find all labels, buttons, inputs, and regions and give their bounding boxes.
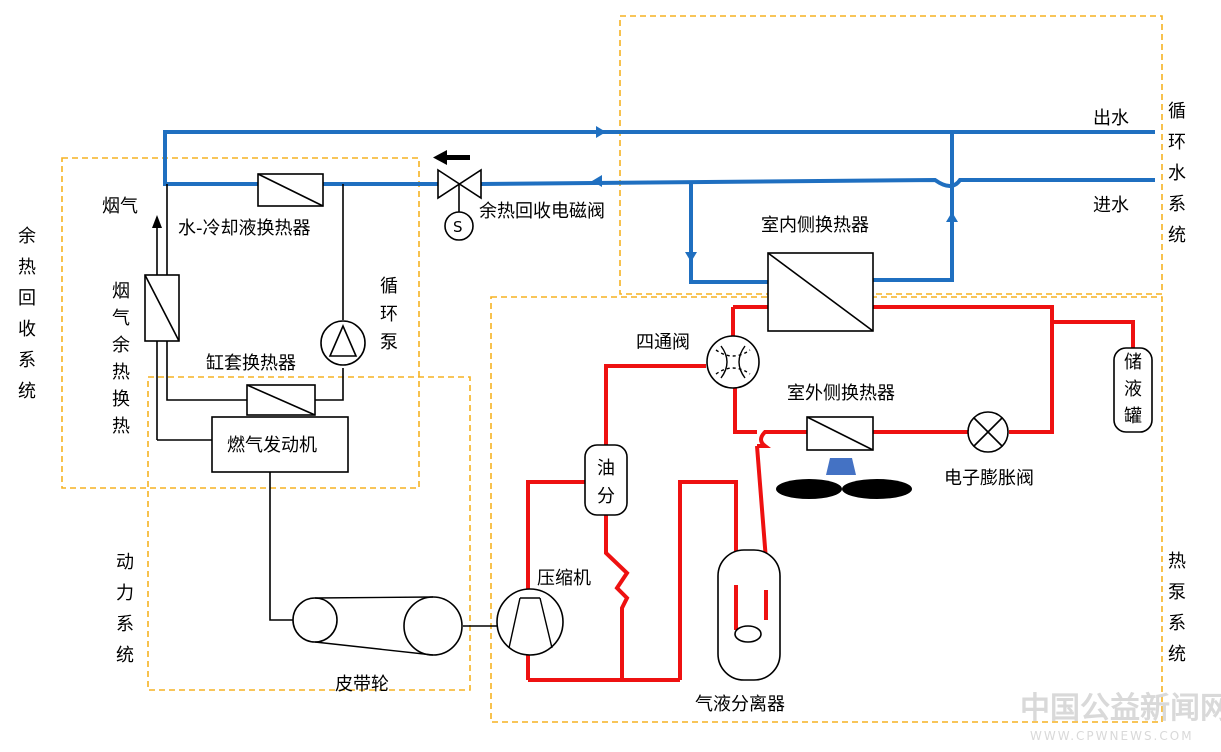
svg-text:统: 统: [1168, 644, 1186, 665]
svg-text:系: 系: [1168, 613, 1186, 634]
oil-separator-label: 油 分: [597, 458, 615, 507]
svg-text:动: 动: [116, 552, 134, 573]
svg-text:气: 气: [112, 308, 130, 329]
waste-heat-system-label: 余 热 回 收 系 统: [18, 226, 36, 402]
svg-text:统: 统: [18, 381, 36, 402]
svg-text:换: 换: [112, 389, 130, 410]
compressor: [496, 588, 564, 656]
waste-heat-boundary: [61, 157, 420, 489]
power-system-boundary: [147, 376, 471, 691]
watermark-url: WWW.CPWNEWS.COM: [1030, 729, 1194, 743]
svg-text:热: 热: [112, 416, 130, 437]
svg-text:系: 系: [116, 614, 134, 635]
svg-text:液: 液: [1124, 379, 1142, 400]
svg-text:泵: 泵: [1168, 582, 1186, 603]
svg-text:环: 环: [380, 304, 398, 325]
svg-text:环: 环: [1168, 132, 1186, 153]
power-system-label: 动 力 系 统: [116, 552, 134, 666]
gas-liquid-separator: [717, 549, 781, 681]
solenoid-valve-label: 余热回收电磁阀: [479, 201, 605, 222]
svg-text:循: 循: [380, 276, 398, 297]
svg-text:力: 力: [116, 583, 134, 604]
circ-pump-label: 循 环 泵: [380, 276, 398, 353]
outdoor-hx: [806, 416, 874, 451]
outlet-water-label: 出水: [1093, 108, 1129, 129]
circ-water-system-label: 循 环 水 系 统: [1168, 101, 1186, 246]
belt-pulley-label: 皮带轮: [335, 674, 389, 695]
receiver-tank: [1113, 347, 1153, 433]
oil-separator: [584, 444, 628, 516]
outdoor-fan: [776, 458, 912, 499]
svg-text:余: 余: [112, 335, 130, 356]
gas-engine-label: 燃气发动机: [227, 435, 317, 456]
compressor-label: 压缩机: [537, 568, 591, 589]
water-coolant-hx: [257, 173, 324, 207]
flue-gas-hx-label: 烟 气 余 热 换 热: [112, 281, 130, 437]
svg-text:热: 热: [18, 257, 36, 278]
svg-text:热: 热: [112, 362, 130, 383]
heat-pump-system-label: 热 泵 系 统: [1168, 551, 1186, 665]
svg-text:统: 统: [1168, 225, 1186, 246]
inlet-water-label: 进水: [1093, 195, 1129, 216]
svg-text:回: 回: [18, 288, 36, 309]
circ-water-boundary: [619, 15, 1163, 295]
indoor-hx: [767, 252, 874, 332]
water-coolant-hx-label: 水-冷却液换热器: [178, 218, 311, 239]
water-lines: [163, 126, 1155, 284]
jacket-hx-label: 缸套换热器: [206, 352, 296, 374]
svg-text:罐: 罐: [1124, 406, 1142, 427]
jacket-hx: [246, 384, 316, 416]
expansion-valve-label: 电子膨胀阀: [944, 468, 1034, 489]
gas-liquid-separator-label: 气液分离器: [695, 694, 785, 715]
flue-gas-hx: [144, 274, 180, 342]
receiver-label: 储 液 罐: [1124, 352, 1142, 427]
svg-text:循: 循: [1168, 101, 1186, 122]
svg-text:烟: 烟: [112, 281, 130, 302]
indoor-hx-label: 室内侧换热器: [761, 215, 869, 236]
valve-symbol: S: [453, 218, 463, 236]
svg-text:系: 系: [1168, 194, 1186, 215]
gas-engine: [211, 416, 349, 473]
svg-text:油: 油: [597, 458, 615, 479]
svg-text:分: 分: [597, 486, 615, 507]
svg-text:余: 余: [18, 226, 36, 247]
svg-text:统: 统: [116, 645, 134, 666]
coolant-lines: [152, 184, 498, 627]
solenoid-valve: [433, 150, 482, 241]
watermark-text: 中国公益新闻网: [1020, 691, 1221, 726]
four-way-valve: [706, 335, 760, 389]
flue-gas-label: 烟气: [102, 196, 138, 217]
svg-text:泵: 泵: [380, 332, 398, 353]
svg-text:收: 收: [18, 319, 36, 340]
belt-pulley: [292, 596, 463, 656]
circ-pump: [320, 320, 366, 366]
svg-text:热: 热: [1168, 551, 1186, 572]
four-way-valve-label: 四通阀: [636, 332, 690, 353]
svg-text:系: 系: [18, 350, 36, 371]
svg-text:水: 水: [1168, 163, 1186, 184]
outdoor-hx-label: 室外侧换热器: [787, 383, 895, 404]
expansion-valve: [967, 411, 1009, 453]
svg-text:储: 储: [1124, 352, 1142, 373]
